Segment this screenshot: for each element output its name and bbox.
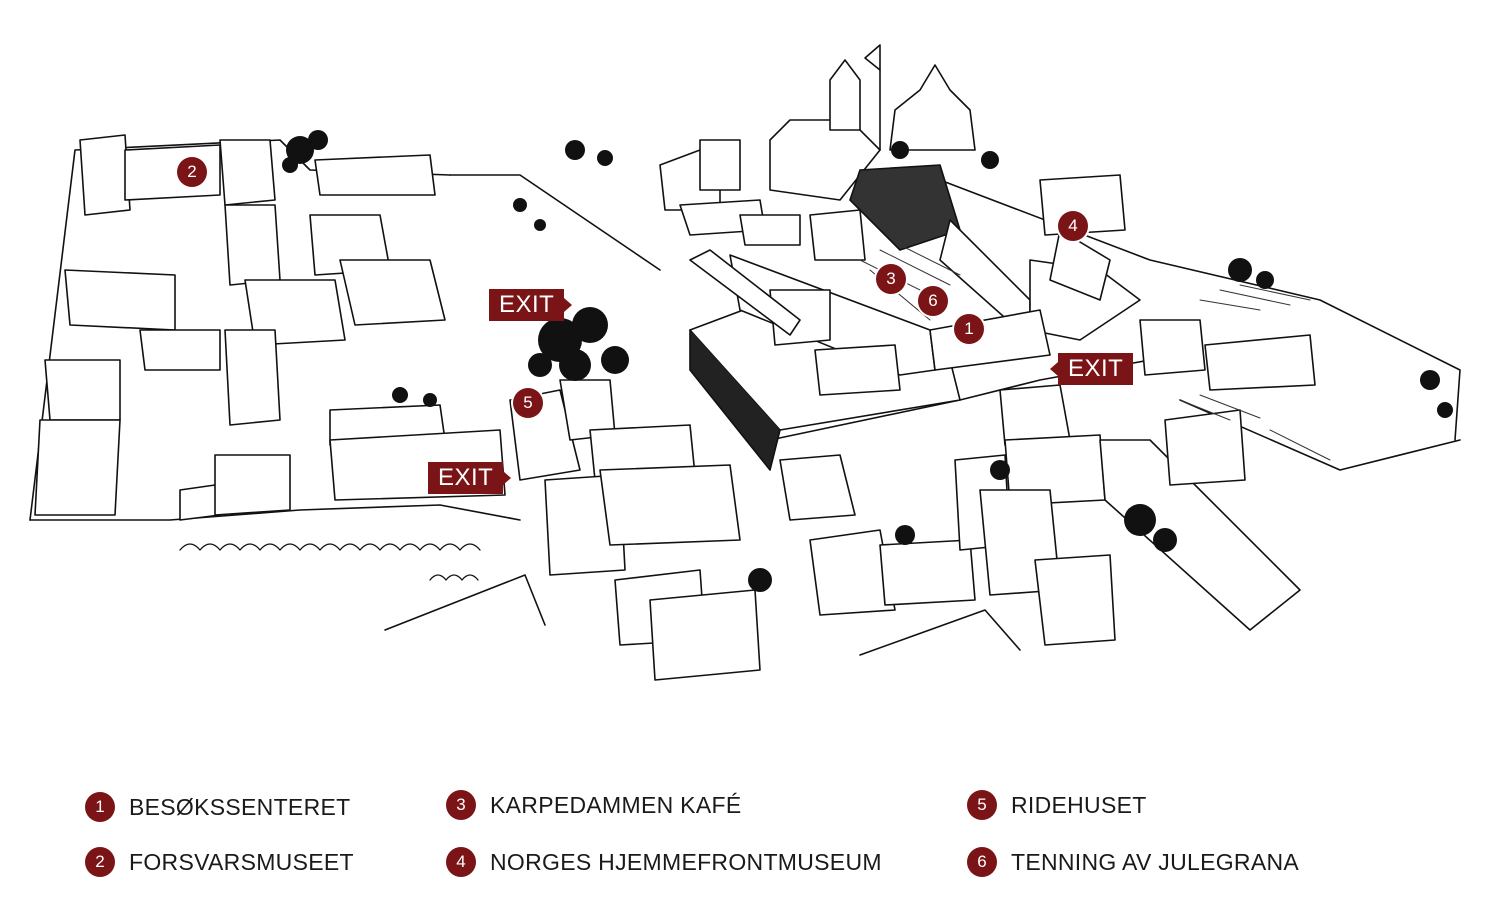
exit-label: EXIT — [1068, 355, 1124, 382]
map-illustration — [29, 44, 1461, 681]
legend-label: NORGES HJEMMEFRONTMUSEUM — [490, 848, 882, 875]
exit-marker-north[interactable]: EXIT — [489, 289, 573, 321]
tree-clusters — [282, 130, 1453, 592]
legend-item-2[interactable]: 2 FORSVARSMUSEET — [85, 847, 354, 877]
legend-number-badge: 3 — [446, 790, 476, 820]
map-marker-2[interactable]: 2 — [177, 157, 207, 187]
south-tree-line — [179, 543, 481, 581]
exit-label: EXIT — [438, 464, 494, 491]
exit-pointer-icon — [564, 298, 573, 312]
east-buildings — [954, 174, 1316, 646]
left-buildings — [34, 134, 506, 521]
map-marker-3[interactable]: 3 — [876, 264, 906, 294]
legend-label: BESØKSSENTERET — [129, 793, 351, 820]
legend-label: FORSVARSMUSEET — [129, 848, 354, 875]
legend-label: KARPEDAMMEN KAFÉ — [490, 791, 742, 818]
exit-marker-west[interactable]: EXIT — [428, 462, 512, 494]
south-buildings — [509, 249, 976, 681]
legend-label: RIDEHUSET — [1011, 791, 1147, 818]
exit-label: EXIT — [499, 291, 555, 318]
map-marker-4[interactable]: 4 — [1058, 211, 1088, 241]
legend-item-6[interactable]: 6 TENNING AV JULEGRANA — [967, 847, 1299, 877]
legend-number-badge: 5 — [967, 790, 997, 820]
legend-item-4[interactable]: 4 NORGES HJEMMEFRONTMUSEUM — [446, 847, 882, 877]
legend-label: TENNING AV JULEGRANA — [1011, 848, 1300, 875]
exit-pointer-icon — [503, 471, 512, 485]
exit-pointer-icon — [1050, 362, 1058, 376]
legend-number-badge: 6 — [967, 847, 997, 877]
legend-item-3[interactable]: 3 KARPEDAMMEN KAFÉ — [446, 790, 741, 820]
map-marker-5[interactable]: 5 — [513, 388, 543, 418]
legend-number-badge: 4 — [446, 847, 476, 877]
legend-number-badge: 1 — [85, 792, 115, 822]
exit-marker-east[interactable]: EXIT — [1050, 353, 1134, 385]
map-marker-6[interactable]: 6 — [918, 286, 948, 316]
map-marker-1[interactable]: 1 — [954, 314, 984, 344]
legend-item-1[interactable]: 1 BESØKSSENTERET — [85, 792, 350, 822]
legend-item-5[interactable]: 5 RIDEHUSET — [967, 790, 1147, 820]
legend-number-badge: 2 — [85, 847, 115, 877]
